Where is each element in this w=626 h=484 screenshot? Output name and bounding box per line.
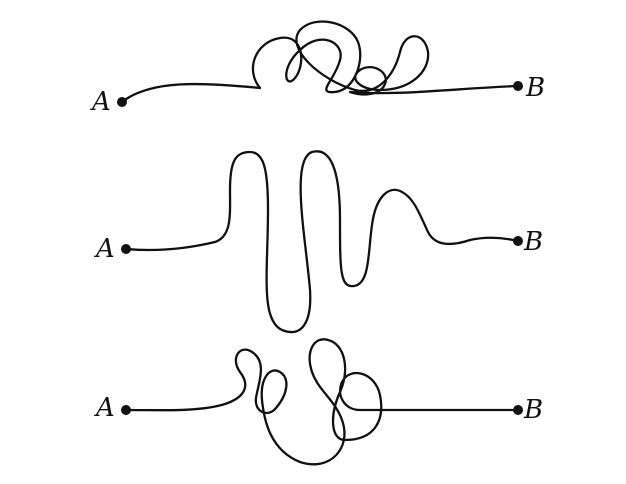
label-b-2: B — [523, 227, 543, 257]
end-point-b-3 — [513, 405, 523, 415]
meandering-path-2 — [124, 150, 520, 334]
tangled-path-1 — [120, 20, 520, 104]
label-a-1: A — [90, 87, 111, 117]
looping-path-3 — [124, 338, 520, 466]
label-a-2: A — [94, 234, 115, 264]
route-row-3: A B — [94, 338, 543, 466]
end-point-b-2 — [513, 236, 523, 246]
start-point-a-1 — [117, 97, 127, 107]
start-point-a-3 — [121, 405, 131, 415]
start-point-a-2 — [121, 244, 131, 254]
route-row-1: A B — [90, 20, 545, 117]
label-b-3: B — [523, 395, 543, 425]
label-b-1: B — [525, 73, 545, 103]
route-row-2: A B — [94, 150, 543, 334]
label-a-3: A — [94, 393, 115, 423]
end-point-b-1 — [513, 81, 523, 91]
